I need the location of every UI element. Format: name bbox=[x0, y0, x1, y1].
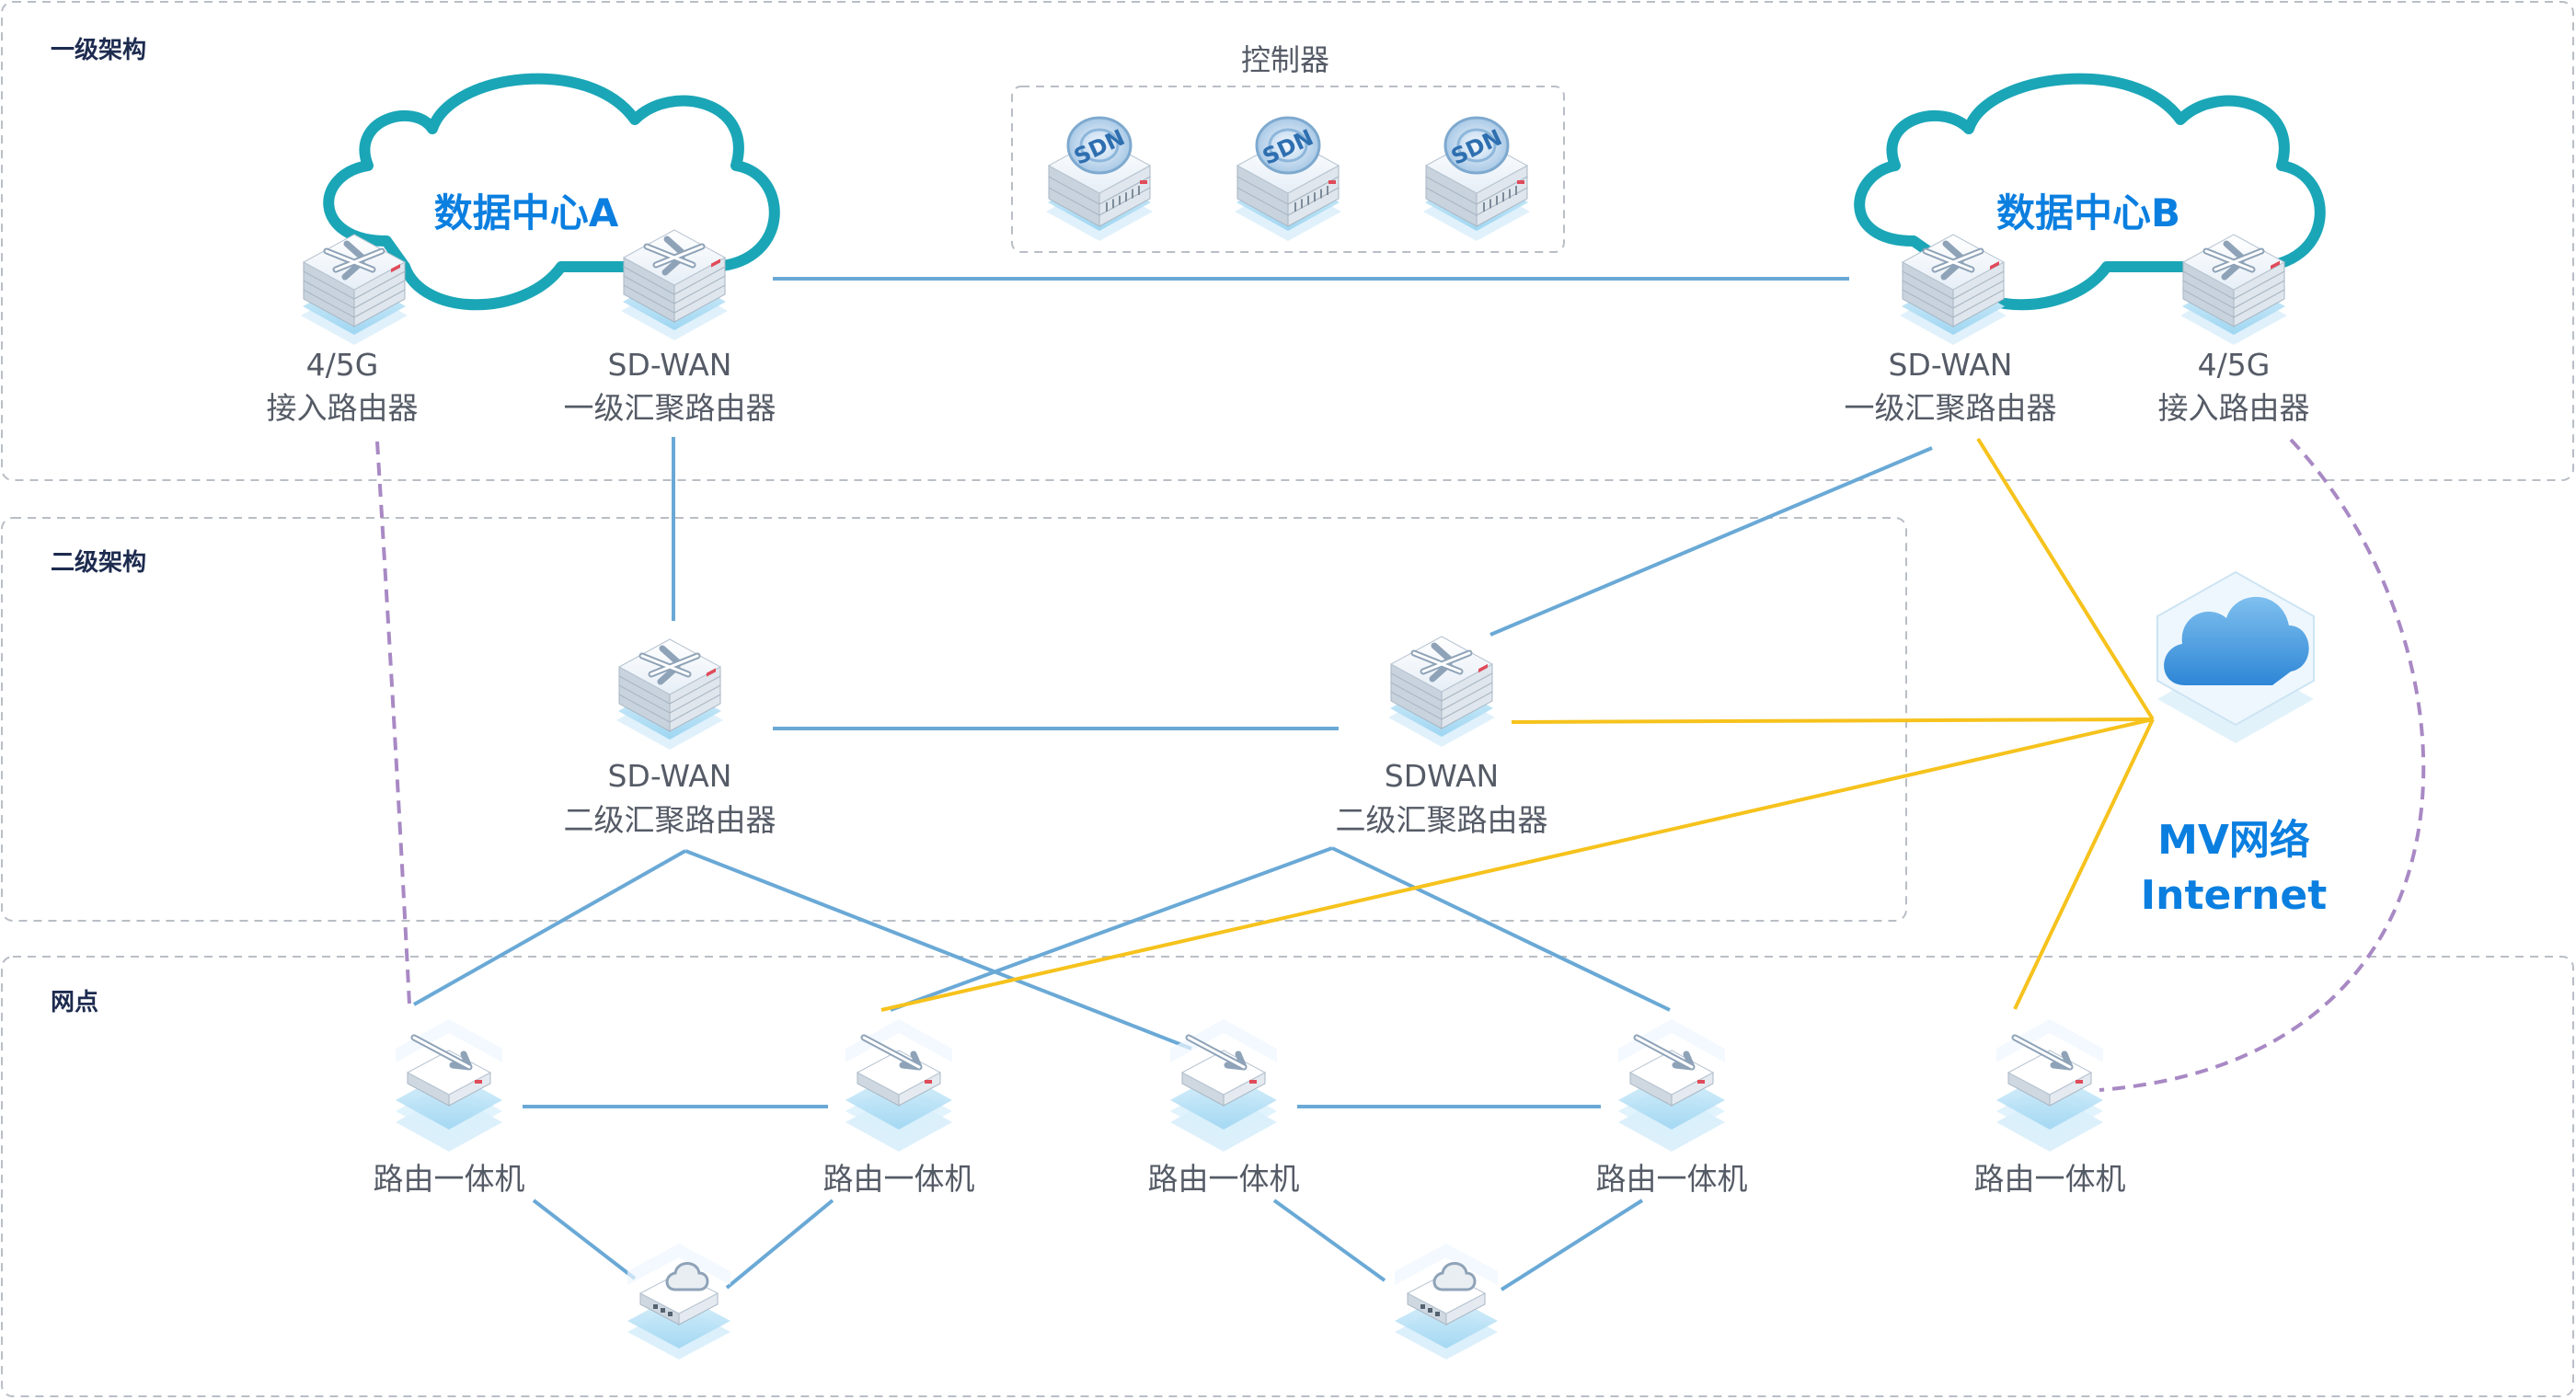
dcb-access-label-line2: 接入路由器 bbox=[2158, 390, 2310, 426]
dca-access-router bbox=[301, 234, 408, 345]
dca-access-label-line2: 接入路由器 bbox=[267, 390, 419, 426]
controller-server-2: SDN bbox=[1235, 116, 1341, 241]
internet-cloud-icon bbox=[2156, 570, 2315, 743]
branch-r5 bbox=[1996, 1019, 2103, 1152]
branch-r3-label: 路由一体机 bbox=[1148, 1161, 1300, 1197]
link-l2left-r3 bbox=[684, 849, 1192, 1050]
link-l2left-r1 bbox=[413, 849, 686, 1006]
4g5g-router-icon bbox=[2180, 234, 2287, 345]
l2right-label-line1: SDWAN bbox=[1385, 758, 1499, 794]
dca-access-label-line1: 4/5G bbox=[306, 347, 379, 383]
datacenter-b-title: 数据中心B bbox=[1996, 190, 2180, 235]
link-r3-switch2 bbox=[1272, 1199, 1386, 1282]
controller-group: 控制器 bbox=[1011, 42, 1565, 253]
tier-label-level1: 一级架构 bbox=[51, 36, 146, 64]
link-l2right-r4 bbox=[1331, 846, 1671, 1012]
link-r4-switch2 bbox=[1500, 1199, 1644, 1291]
sdwan-router-icon bbox=[1388, 636, 1495, 747]
dcb-agg-label-line2: 一级汇聚路由器 bbox=[1845, 390, 2057, 426]
dca-agg-label-line2: 一级汇聚路由器 bbox=[564, 390, 776, 426]
datacenter-a-title: 数据中心A bbox=[434, 190, 619, 235]
4g5g-router-icon bbox=[301, 234, 408, 345]
l2right-router bbox=[1388, 636, 1495, 747]
integrated-router-icon bbox=[845, 1019, 952, 1152]
l2right-label-line2: 二级汇聚路由器 bbox=[1336, 802, 1548, 838]
sdwan-router-icon bbox=[616, 638, 723, 750]
cloud-switch-icon bbox=[627, 1244, 730, 1360]
l2left-label-line1: SD-WAN bbox=[607, 758, 731, 794]
branch-r1-label: 路由一体机 bbox=[374, 1161, 525, 1197]
internet-label-line2: Internet bbox=[2141, 872, 2327, 919]
integrated-router-icon bbox=[1618, 1019, 1725, 1152]
internet-label-line1: MV网络 bbox=[2157, 817, 2310, 864]
tier-level2: 二级架构 bbox=[1, 517, 1907, 922]
dcb-agg-label-line1: SD-WAN bbox=[1888, 347, 2012, 383]
tier-branch: 网点 bbox=[1, 956, 2574, 1397]
link-r1-switch1 bbox=[532, 1199, 637, 1280]
link-dcb-l2right bbox=[1489, 446, 1933, 637]
tier-label-branch: 网点 bbox=[51, 988, 98, 1016]
controller-server-1: SDN bbox=[1046, 116, 1153, 241]
branch-r4 bbox=[1618, 1019, 1725, 1152]
internet-node: MV网络 Internet bbox=[2141, 570, 2327, 919]
tier-label-level2: 二级架构 bbox=[51, 548, 146, 577]
controller-title: 控制器 bbox=[1241, 42, 1329, 77]
link-r2-switch1 bbox=[725, 1199, 834, 1290]
l2left-router bbox=[616, 638, 723, 750]
link-r2-internet bbox=[880, 717, 2154, 1012]
tier-level1: 一级架构 bbox=[1, 1, 2574, 481]
branch-r4-label: 路由一体机 bbox=[1596, 1161, 1748, 1197]
controller-server-3: SDN bbox=[1423, 116, 1530, 241]
branch-r3 bbox=[1170, 1019, 1277, 1152]
l2left-label-line2: 二级汇聚路由器 bbox=[564, 802, 776, 838]
branch-r2 bbox=[845, 1019, 952, 1152]
link-dcb-access-r5 bbox=[2099, 438, 2426, 1092]
dcb-access-label-line1: 4/5G bbox=[2198, 347, 2271, 383]
sdwan-router-icon bbox=[621, 229, 728, 340]
dcb-access-router bbox=[2180, 234, 2287, 345]
sdwan-router-icon bbox=[1900, 234, 2007, 345]
link-l2right-internet bbox=[1511, 717, 2154, 724]
branch-switch-2 bbox=[1395, 1244, 1498, 1360]
links bbox=[375, 277, 2426, 1291]
device-labels: 4/5G 接入路由器 SD-WAN 一级汇聚路由器 SD-WAN 一级汇聚路由器… bbox=[267, 347, 2310, 1197]
link-r5-internet bbox=[2013, 718, 2155, 1010]
integrated-router-icon bbox=[1996, 1019, 2103, 1152]
dca-agg-label-line1: SD-WAN bbox=[607, 347, 731, 383]
cloud-switch-icon bbox=[1395, 1244, 1498, 1360]
dcb-agg-router bbox=[1900, 234, 2007, 345]
link-dcb-internet bbox=[1976, 437, 2155, 721]
sdn-controller-icon bbox=[1046, 116, 1153, 241]
branch-switch-1 bbox=[627, 1244, 730, 1360]
integrated-router-icon bbox=[1170, 1019, 1277, 1152]
branch-r1 bbox=[396, 1019, 502, 1152]
link-l2right-r2 bbox=[890, 846, 1333, 1012]
dca-agg-router bbox=[621, 229, 728, 340]
branch-r2-label: 路由一体机 bbox=[823, 1161, 975, 1197]
link-dca-access-r1 bbox=[375, 441, 411, 1005]
branch-r5-label: 路由一体机 bbox=[1974, 1161, 2126, 1197]
sdn-controller-icon bbox=[1235, 116, 1341, 241]
sdn-controller-icon bbox=[1423, 116, 1530, 241]
integrated-router-icon bbox=[396, 1019, 502, 1152]
